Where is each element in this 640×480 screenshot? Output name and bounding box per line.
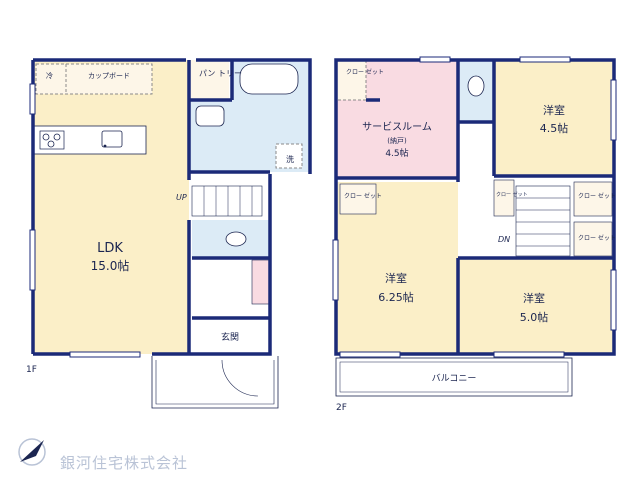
- windows-1f: [29, 83, 141, 358]
- entrance-label: 玄関: [221, 331, 239, 343]
- washbasin-icon: [195, 105, 225, 127]
- closet-room-c-label: クロー ゼット: [578, 234, 616, 242]
- service-room-label: サービスルーム: [362, 121, 432, 133]
- toilet-2f-icon: [467, 75, 485, 97]
- washer-label: 洗: [286, 154, 294, 164]
- closet-room-b: [339, 183, 377, 215]
- ldk-label: LDK: [97, 241, 123, 256]
- toilet-icon: [225, 231, 247, 247]
- western-room-a: [494, 60, 614, 176]
- fridge-label: 冷: [46, 71, 53, 80]
- pantry-label: パン トリー: [199, 69, 242, 78]
- compass-icon: [14, 432, 54, 468]
- stairs-2f: [515, 185, 571, 257]
- porch: [151, 356, 279, 409]
- room-b-size: 6.25帖: [378, 291, 414, 304]
- hall: [192, 258, 252, 316]
- service-size-label: 4.5帖: [385, 147, 408, 159]
- closet-room-a: [573, 181, 613, 217]
- floor-label-2f: 2F: [336, 403, 347, 413]
- ldk-size-label: 15.0帖: [91, 258, 130, 273]
- storage-note-label: (納戸): [387, 136, 407, 145]
- closet-room-b-label: クロー ゼット: [344, 192, 382, 200]
- cupboard: [35, 63, 153, 95]
- closet-service-label: クロー ゼット: [346, 68, 384, 76]
- hall-2f: [458, 122, 494, 258]
- closet-room-a-label: クロー ゼット: [578, 192, 616, 200]
- closet-hall-label: クロー ゼット: [496, 191, 528, 198]
- stairs-1f: [191, 185, 263, 217]
- room-c-label: 洋室: [523, 291, 545, 305]
- shoe-closet: [251, 259, 271, 305]
- balcony-label: バルコニー: [432, 373, 477, 384]
- second-floor: クロー ゼット サービスルーム (納戸) 4.5帖 洋室 4.5帖 洋室 6.2…: [332, 56, 617, 413]
- room-c-size: 5.0帖: [520, 311, 549, 324]
- entrance-door: [221, 359, 259, 397]
- closet-room-c: [573, 221, 613, 257]
- dn-label: DN: [498, 235, 510, 244]
- room-b-label: 洋室: [385, 271, 407, 285]
- bathtub-icon: [239, 63, 299, 95]
- room-a-label: 洋室: [543, 103, 565, 117]
- western-room-c: [458, 258, 614, 354]
- sink-icon: [101, 130, 123, 148]
- windows-2f: [332, 56, 617, 358]
- closet-hall: [493, 179, 515, 217]
- pantry: [189, 60, 229, 100]
- company-watermark: 銀河住宅株式会社: [60, 454, 189, 472]
- balcony: [335, 357, 573, 397]
- washing-machine: [275, 143, 303, 169]
- floor-label-1f: 1F: [26, 365, 37, 375]
- closet-service: [335, 59, 367, 101]
- first-floor: 冷 カップボード パン トリー 洗 UP LDK 15.0帖 玄関 1F: [26, 58, 312, 409]
- entrance: [192, 318, 270, 354]
- up-label: UP: [176, 193, 187, 202]
- cupboard-label: カップボード: [88, 72, 130, 80]
- ldk-room: [33, 60, 189, 354]
- room-a-size: 4.5帖: [540, 122, 569, 135]
- stove-icon: [39, 130, 65, 150]
